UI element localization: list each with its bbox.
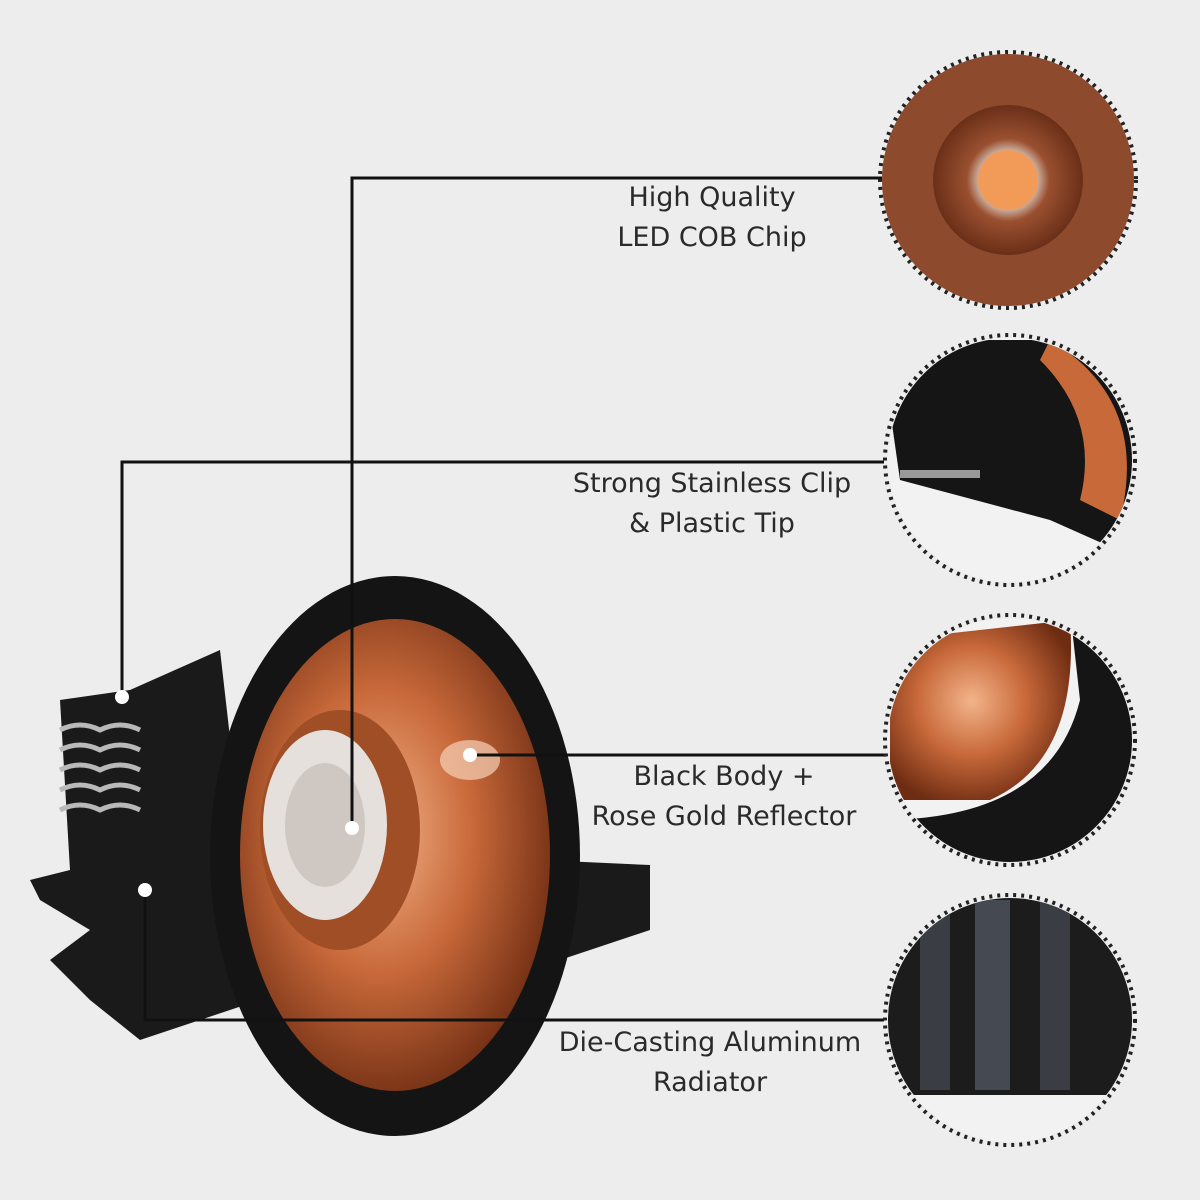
label-line: & Plastic Tip	[629, 508, 795, 539]
radiator-closeup	[883, 893, 1137, 1147]
downlight-product	[30, 576, 650, 1136]
label-line: Strong Stainless Clip	[572, 468, 852, 499]
label-line: Black Body +	[633, 761, 815, 792]
feature-label-reflector: Black Body + Rose Gold Reflector	[544, 757, 904, 837]
reflector-closeup	[883, 613, 1137, 867]
feature-label-led-chip: High Quality LED COB Chip	[532, 178, 892, 258]
label-line: High Quality	[628, 182, 796, 213]
label-line: Rose Gold Reflector	[591, 801, 857, 832]
label-line: Die-Casting Aluminum	[558, 1027, 862, 1058]
callout-dots	[115, 690, 477, 897]
spring-clip-closeup	[883, 333, 1137, 587]
leader-lines	[120, 176, 886, 1022]
feature-label-clip: Strong Stainless Clip & Plastic Tip	[532, 464, 892, 544]
led-chip-closeup	[878, 50, 1138, 310]
label-line: Radiator	[652, 1067, 768, 1098]
label-line: LED COB Chip	[617, 222, 807, 253]
feature-label-radiator: Die-Casting Aluminum Radiator	[530, 1023, 890, 1103]
